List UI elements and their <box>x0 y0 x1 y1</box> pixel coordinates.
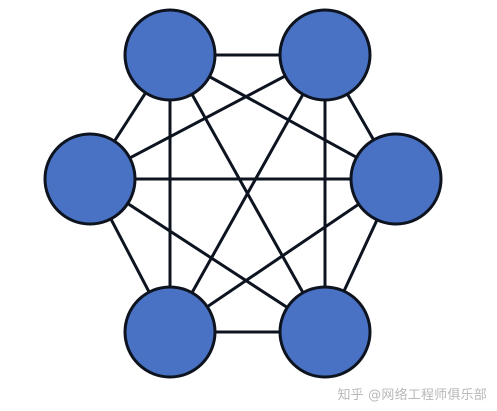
mesh-nodes <box>43 8 443 379</box>
node-top-right <box>278 8 372 102</box>
node-middle-left <box>43 132 137 226</box>
node-bottom-right <box>278 285 372 379</box>
mesh-links <box>88 53 398 334</box>
link-n3-n6 <box>89 177 326 334</box>
node-top-left <box>123 8 217 102</box>
node-bottom-left <box>123 285 217 379</box>
zhihu-watermark: 知乎 @网络工程师俱乐部 <box>337 388 487 403</box>
node-middle-right <box>349 132 443 226</box>
link-n2-n5 <box>168 54 327 333</box>
